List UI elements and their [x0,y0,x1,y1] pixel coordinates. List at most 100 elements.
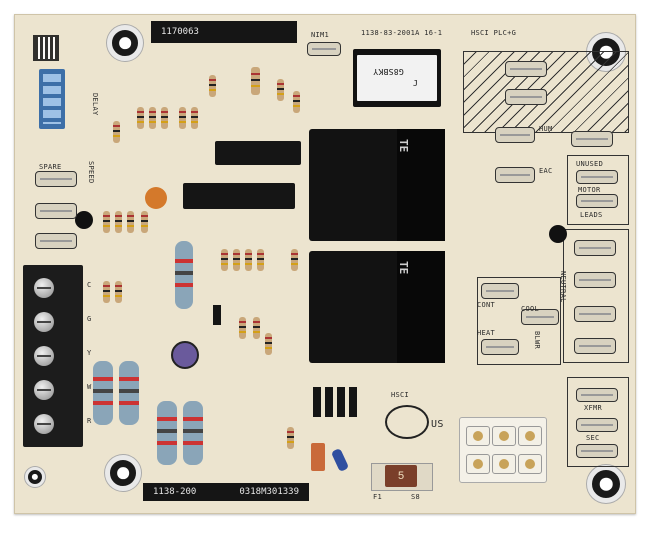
unused-terminal-1[interactable] [576,170,618,184]
resistor-12 [115,211,122,233]
resistor-7 [251,67,260,95]
resistor-8 [277,79,284,101]
resistor-5 [191,107,198,129]
resistor-1 [137,107,144,129]
speed-label: SPEED [87,161,95,184]
ceramic-capacitor [145,187,167,209]
electrolytic-capacitor [171,341,199,369]
unused-terminal-2[interactable] [576,194,618,208]
speed-terminal-2[interactable] [35,233,77,249]
xfmr-terminal-3[interactable] [576,444,618,458]
mounting-hole-left-mid [25,467,45,487]
xfmr-block: XFMR SEC [567,377,629,467]
terminal-hatch-2[interactable] [505,89,547,105]
small-relay: G8SBKY J [353,49,441,107]
mounting-hole-bottom-right [587,465,625,503]
terminal-s1[interactable] [571,131,613,147]
power-connector[interactable] [459,417,547,483]
hum-terminal[interactable] [495,127,535,143]
hsci-label: HSCI [391,391,410,399]
cont-terminal[interactable] [481,283,519,299]
connector-pin-2 [492,426,516,446]
bottom-code-2: 0318M301339 [239,487,299,497]
dip-switch[interactable] [39,69,65,129]
xfmr-label: XFMR [584,404,603,412]
resistor-9 [293,91,300,113]
screw-terminal-r[interactable] [29,409,59,439]
connector-pin-3 [518,426,542,446]
ic-chip-2 [183,183,295,209]
diode-small [213,305,221,325]
unused-motor-leads-box: UNUSED MOTOR LEADS [567,155,629,225]
resistor-11 [103,211,110,233]
eac-label: EAC [539,167,553,175]
neutral-terminal-1[interactable] [574,240,616,256]
sec-label: SEC [586,434,600,442]
terminal-label-r: R [87,417,92,425]
resistor-2 [149,107,156,129]
eac-terminal[interactable] [495,167,535,183]
resistor-19 [291,249,298,271]
nim1-terminal[interactable] [307,42,341,56]
spare-terminal[interactable] [35,171,77,187]
neutral-terminal-2[interactable] [574,272,616,288]
connector-pin-6 [518,454,542,474]
ic-chip-1 [215,141,301,165]
heat-terminal[interactable] [481,339,519,355]
delay-label: DELAY [91,93,99,116]
resistor-6 [209,75,216,97]
resistor-25 [287,427,294,449]
connector-pin-1 [466,426,490,446]
power-resistor-1 [93,361,113,425]
unused-label: UNUSED [576,160,604,168]
resistor-18 [257,249,264,271]
resistor-15 [221,249,228,271]
neutral-block [563,229,629,363]
sensor-right [549,225,567,243]
relay-lower-brand: TE [397,261,410,275]
xfmr-terminal-2[interactable] [576,418,618,432]
leads-label: LEADS [580,211,603,219]
terminal-hatch-1[interactable] [505,61,547,77]
resistor-17 [245,249,252,271]
fuse[interactable]: 5 [385,465,417,487]
power-resistor-2 [119,361,139,425]
hum-label: HUM [539,125,553,133]
screw-terminal-c[interactable] [29,273,59,303]
mounting-hole-bottom-left [105,455,141,491]
resistor-4 [179,107,186,129]
heat-label: HEAT [477,329,496,337]
cool-terminal[interactable] [521,309,559,325]
connector-pin-4 [466,454,490,474]
terminal-label-g: G [87,315,92,323]
top-right-code: HSCI PLC+G [471,29,517,37]
circuit-board: 1170063 NIM1 1138-83-2001A 16-1 HSCI PLC… [14,14,636,514]
mounting-hole-top-left [107,25,143,61]
small-relay-brand: G8SBKY [373,67,404,76]
resistor-21 [253,317,260,339]
ul-logo [385,405,429,439]
bottom-code-label: 1138-200 0318M301339 [143,483,309,501]
neutral-terminal-3[interactable] [574,306,616,322]
relay-lower: TE [309,251,445,363]
terminal-label-c: C [87,281,92,289]
screw-terminal-y[interactable] [29,341,59,371]
neutral-terminal-4[interactable] [574,338,616,354]
resistor-20 [239,317,246,339]
nim1-label: NIM1 [311,31,330,39]
qr-code [33,35,59,61]
cool-label: COOL [521,305,540,313]
relay-upper-brand: TE [397,139,410,153]
resistor-10 [113,121,120,143]
screw-terminal-w[interactable] [29,375,59,405]
resistor-23 [103,281,110,303]
motor-label: MOTOR [578,186,601,194]
screw-terminal-g[interactable] [29,307,59,337]
xfmr-terminal-1[interactable] [576,388,618,402]
terminal-label-w: W [87,383,92,391]
cont-label: CONT [477,301,496,309]
resistor-22 [265,333,272,355]
power-resistor-3 [157,401,177,465]
film-capacitor-orange [311,443,325,471]
speed-terminal-1[interactable] [35,203,77,219]
